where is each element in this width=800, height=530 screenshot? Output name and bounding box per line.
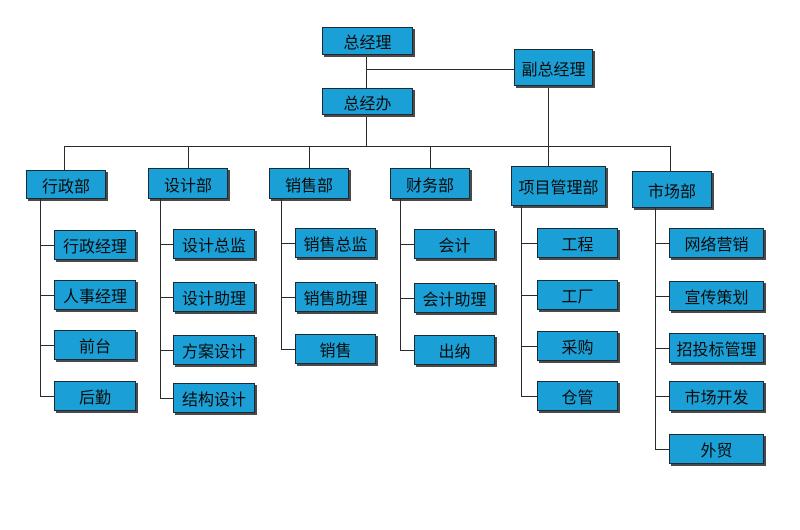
position-box: 宣传策划 (669, 281, 764, 311)
connector (160, 398, 173, 399)
connector (40, 345, 54, 346)
department-box: 设计部 (148, 168, 228, 199)
connector (309, 146, 310, 168)
connector (400, 244, 414, 245)
position-box: 工程 (537, 228, 618, 258)
connector (655, 396, 669, 397)
department-box: 行政部 (26, 170, 106, 199)
position-box: 招投标管理 (669, 333, 764, 363)
connector (521, 396, 537, 397)
connector (548, 146, 549, 166)
connector (521, 295, 537, 296)
position-box: 设计助理 (173, 282, 255, 312)
position-box: 网络营销 (669, 228, 764, 258)
connector (400, 350, 414, 351)
position-box: 采购 (537, 331, 618, 361)
connector (64, 146, 670, 147)
connector (188, 146, 189, 168)
position-box: 方案设计 (173, 335, 255, 365)
position-box: 销售 (295, 334, 376, 364)
position-box: 出纳 (414, 335, 495, 365)
connector (655, 243, 669, 244)
connector (366, 115, 367, 146)
connector (160, 244, 173, 245)
connector (655, 449, 669, 450)
connector (160, 297, 173, 298)
connector (160, 199, 161, 398)
connector (521, 206, 522, 396)
position-box: 工厂 (537, 280, 618, 310)
connector (521, 346, 537, 347)
connector (281, 243, 295, 244)
department-box: 销售部 (269, 168, 349, 199)
connector (548, 86, 549, 146)
position-box: 结构设计 (173, 383, 255, 413)
connector (40, 199, 41, 396)
position-box: 会计助理 (414, 283, 495, 313)
position-box: 销售总监 (295, 228, 376, 258)
connector (655, 296, 669, 297)
connector (281, 297, 295, 298)
deputy-general-manager-box: 副总经理 (514, 49, 593, 86)
connector (40, 295, 54, 296)
connector (655, 208, 656, 449)
connector (400, 199, 401, 350)
general-manager-box: 总经理 (322, 27, 413, 55)
position-box: 仓管 (537, 381, 618, 411)
position-box: 会计 (414, 229, 495, 259)
position-box: 行政经理 (54, 230, 136, 260)
connector (430, 146, 431, 168)
connector (655, 348, 669, 349)
connector (160, 350, 173, 351)
connector (521, 243, 537, 244)
position-box: 前台 (54, 330, 136, 360)
connector (64, 146, 65, 170)
connector (281, 349, 295, 350)
connector (400, 298, 414, 299)
connector (40, 245, 54, 246)
connector (366, 69, 514, 70)
position-box: 外贸 (669, 434, 764, 464)
position-box: 设计总监 (173, 229, 255, 259)
position-box: 人事经理 (54, 280, 136, 310)
connector (670, 146, 671, 171)
position-box: 市场开发 (669, 381, 764, 411)
department-box: 市场部 (632, 171, 712, 208)
connector (40, 396, 54, 397)
connector (366, 55, 367, 88)
position-box: 后勤 (54, 381, 136, 411)
position-box: 销售助理 (295, 282, 376, 312)
connector (281, 199, 282, 349)
general-manager-office-box: 总经办 (322, 88, 413, 115)
department-box: 项目管理部 (511, 166, 606, 206)
department-box: 财务部 (390, 168, 470, 199)
